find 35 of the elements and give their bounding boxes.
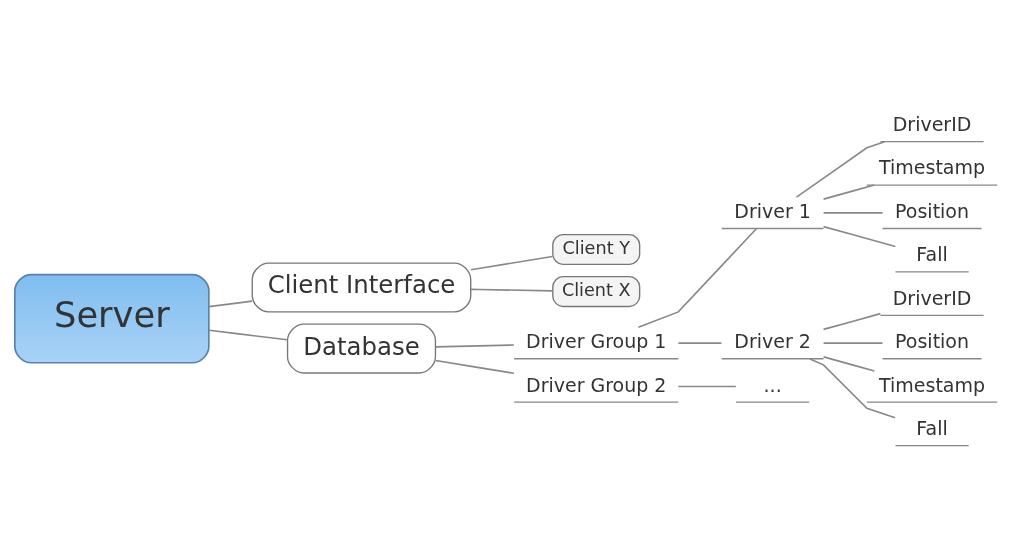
connector bbox=[469, 288, 553, 292]
node-text: Driver Group 1 bbox=[525, 329, 666, 352]
connector bbox=[822, 355, 875, 372]
connector bbox=[822, 211, 883, 214]
node-box: Client Interface bbox=[251, 261, 471, 313]
node-box: Database bbox=[286, 322, 436, 374]
connector bbox=[795, 140, 885, 198]
node-box: Client X bbox=[551, 275, 640, 307]
node-text: ... bbox=[763, 373, 782, 396]
connector bbox=[434, 343, 515, 348]
node-text: Position bbox=[894, 329, 969, 352]
node-text: Timestamp bbox=[878, 155, 985, 178]
connector bbox=[822, 183, 875, 200]
node-text: Driver 1 bbox=[733, 199, 811, 222]
node-text: DriverID bbox=[892, 112, 971, 135]
connector bbox=[207, 299, 253, 307]
connector bbox=[637, 227, 757, 328]
node-box: Server bbox=[13, 273, 210, 364]
connector bbox=[434, 359, 515, 374]
connector bbox=[822, 341, 883, 344]
connector bbox=[677, 385, 737, 387]
connector bbox=[677, 341, 722, 344]
connector bbox=[822, 312, 881, 330]
connector bbox=[469, 255, 553, 271]
connector bbox=[822, 225, 896, 247]
connector bbox=[207, 328, 288, 341]
node-box: Client Y bbox=[551, 233, 640, 265]
node-text: Driver Group 2 bbox=[525, 373, 666, 396]
node-text: Fall bbox=[915, 416, 948, 439]
node-text: DriverID bbox=[892, 286, 971, 309]
node-text: Fall bbox=[915, 242, 948, 265]
connector bbox=[808, 357, 896, 419]
node-text: Position bbox=[894, 199, 969, 222]
node-text: Timestamp bbox=[878, 373, 985, 396]
node-text: Driver 2 bbox=[733, 329, 811, 352]
